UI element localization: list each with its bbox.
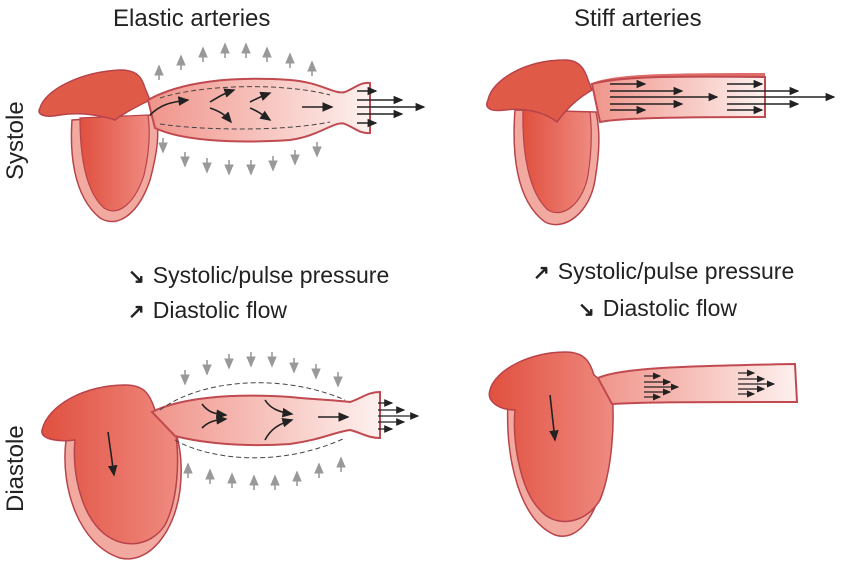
elastic-arteries-title: Elastic arteries [113, 5, 271, 32]
stiff-systole-heart [486, 59, 600, 226]
effect-label: Systolic/pulse pressure [152, 262, 390, 288]
stiff-diastole-heart [488, 351, 614, 537]
decrease-arrow-icon: ↘ [128, 266, 145, 288]
elastic-systole-heart [38, 69, 159, 223]
stiff-effect-systolic-pressure: ↗ Systolic/pulse pressure [533, 258, 794, 285]
increase-arrow-icon: ↗ [128, 301, 145, 323]
decrease-arrow-icon: ↘ [578, 299, 595, 321]
stiff-diastole-artery [596, 362, 799, 406]
elastic-systole-wall-expansion-arrows [154, 42, 322, 176]
effect-label: Diastolic flow [602, 295, 737, 321]
effect-label: Diastolic flow [152, 297, 287, 323]
elastic-diastole-heart [41, 384, 182, 560]
elastic-diastole-wall-recoil-arrows [180, 352, 346, 490]
elastic-systole-artery [146, 77, 426, 143]
stiff-effect-diastolic-flow: ↘ Diastolic flow [578, 295, 737, 322]
stiff-systole-artery [590, 73, 836, 124]
elastic-diastole-artery [150, 382, 420, 459]
stiff-arteries-title: Stiff arteries [574, 5, 702, 32]
elastic-effect-diastolic-flow: ↗ Diastolic flow [128, 297, 287, 324]
effect-label: Systolic/pulse pressure [557, 258, 795, 284]
increase-arrow-icon: ↗ [533, 262, 550, 284]
elastic-effect-systolic-pressure: ↘ Systolic/pulse pressure [128, 262, 389, 289]
